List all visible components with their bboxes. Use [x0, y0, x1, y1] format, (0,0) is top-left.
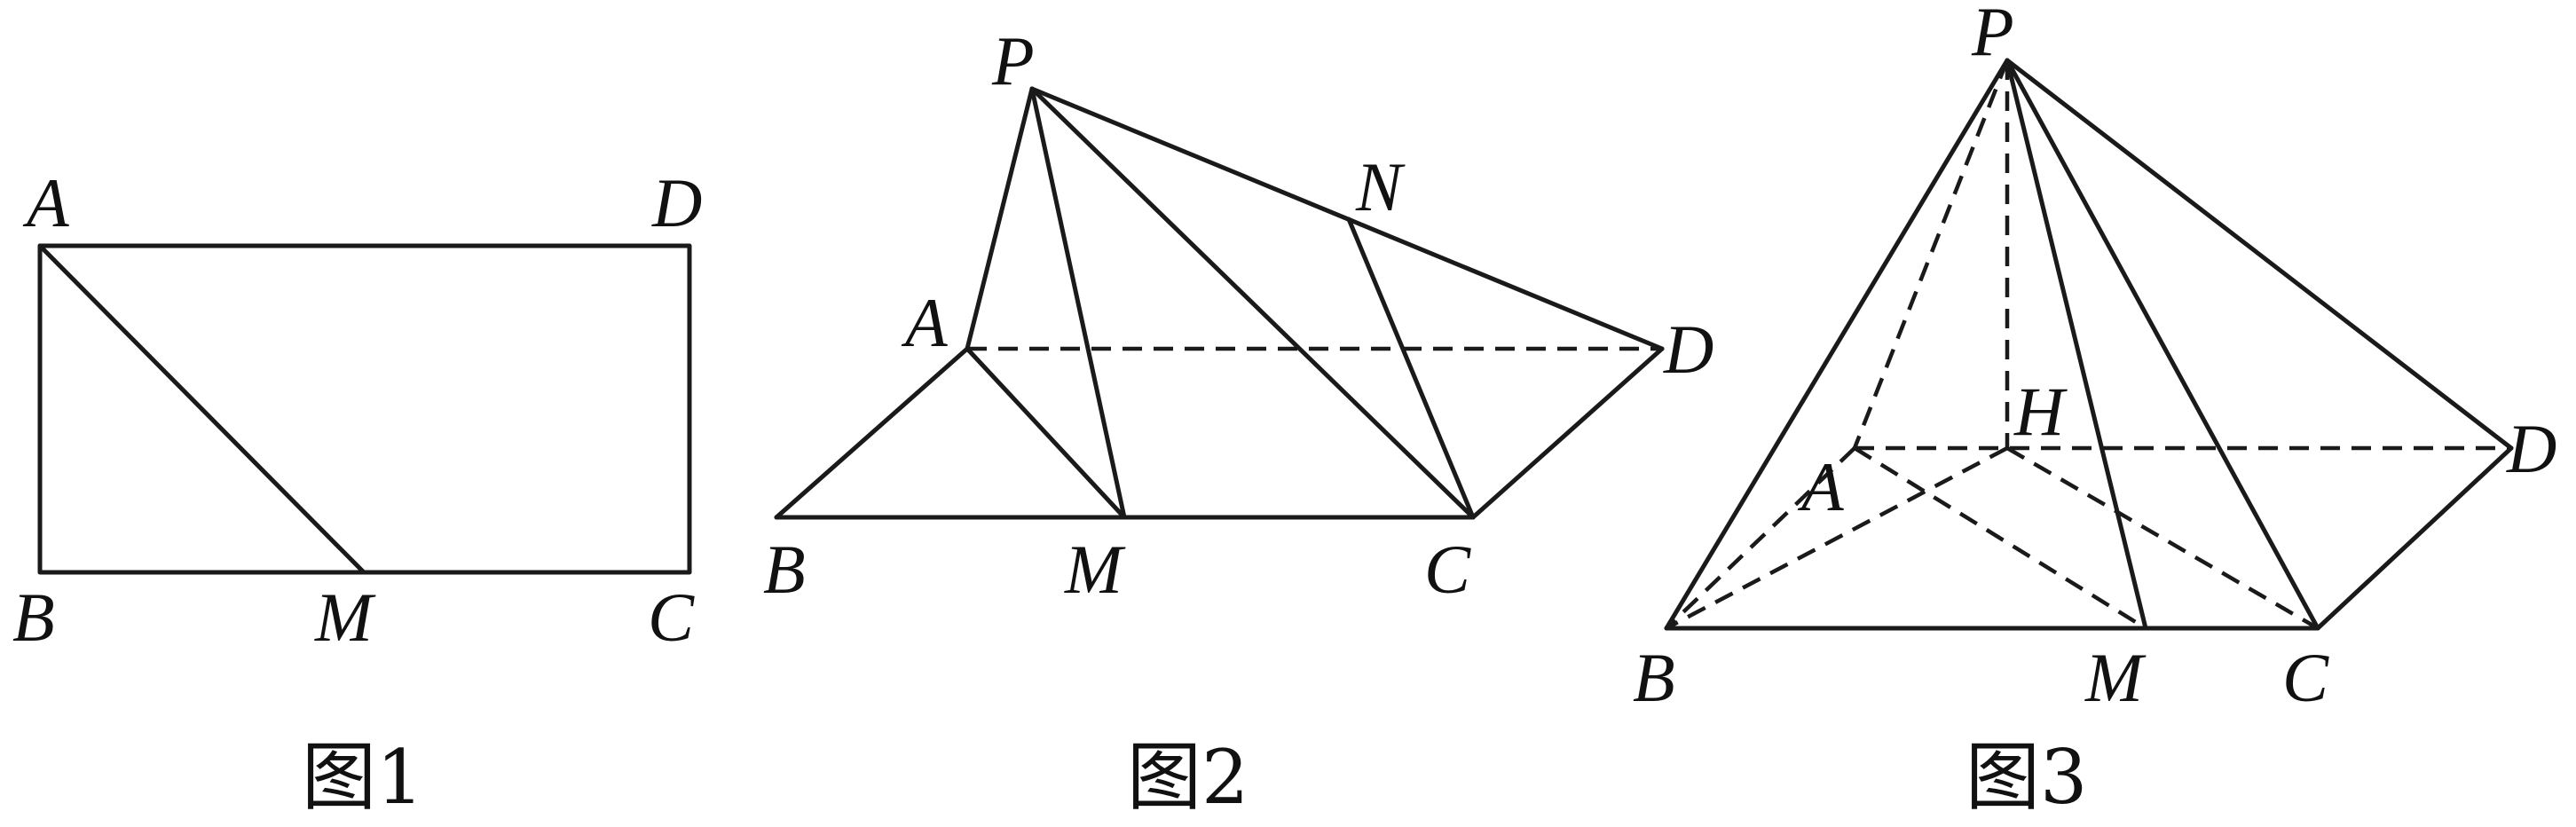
- fig3-caption: 图3: [1965, 734, 2087, 821]
- fig1-label-a: A: [22, 164, 69, 241]
- fig3-label-a: A: [1797, 448, 1844, 525]
- fig2-edge-pc: [1029, 86, 1476, 520]
- fig3-hidden-hc: [2005, 446, 2320, 630]
- fig3-edge-pm: [2005, 58, 2148, 631]
- fig1-segment-am: [37, 243, 366, 575]
- figure-1: A D B M C 图1: [12, 164, 702, 821]
- fig3-hidden-pa: [1852, 59, 2010, 449]
- fig1-label-c: C: [648, 579, 695, 656]
- fig3-edge-cd: [2315, 445, 2514, 631]
- fig3-label-m: M: [2084, 639, 2147, 716]
- fig3-edge-pb: [1664, 58, 2010, 631]
- fig2-edge-am: [965, 346, 1127, 520]
- fig2-label-c: C: [1424, 531, 1471, 608]
- fig3-hidden-hb: [1665, 446, 2009, 630]
- fig3-label-p: P: [1971, 0, 2014, 70]
- fig2-label-a: A: [901, 284, 948, 361]
- fig2-label-p: P: [991, 22, 1035, 99]
- fig1-label-m: M: [314, 579, 376, 656]
- fig2-label-b: B: [763, 531, 806, 608]
- fig1-caption: 图1: [302, 734, 423, 821]
- fig3-label-d: D: [2506, 410, 2556, 487]
- fig1-label-d: D: [651, 164, 702, 241]
- fig3-hidden-ab: [1665, 446, 1856, 630]
- fig2-caption: 图2: [1127, 734, 1249, 821]
- fig3-hidden-am: [1853, 446, 2147, 630]
- fig2-edge-ba: [774, 346, 970, 520]
- fig3-label-b: B: [1633, 639, 1675, 716]
- fig3-edge-pc: [2005, 58, 2320, 631]
- fig3-label-h: H: [2013, 373, 2068, 450]
- fig2-label-d: D: [1663, 311, 1713, 388]
- fig2-edge-cd: [1470, 346, 1665, 520]
- fig2-label-n: N: [1355, 148, 1406, 225]
- fig2-label-m: M: [1064, 531, 1126, 608]
- fig2-edge-nc: [1346, 217, 1476, 520]
- figure-2: P N A D B M C 图2: [763, 22, 1713, 821]
- fig2-edge-pa: [965, 86, 1035, 351]
- fig2-edge-pm: [1029, 86, 1127, 520]
- fig3-label-c: C: [2282, 639, 2329, 716]
- fig1-rectangle-abcd: [37, 243, 692, 575]
- fig3-edge-pd: [2005, 58, 2514, 451]
- fig1-label-b: B: [12, 579, 55, 656]
- figure-3: P H A D B M C 图3: [1633, 0, 2556, 821]
